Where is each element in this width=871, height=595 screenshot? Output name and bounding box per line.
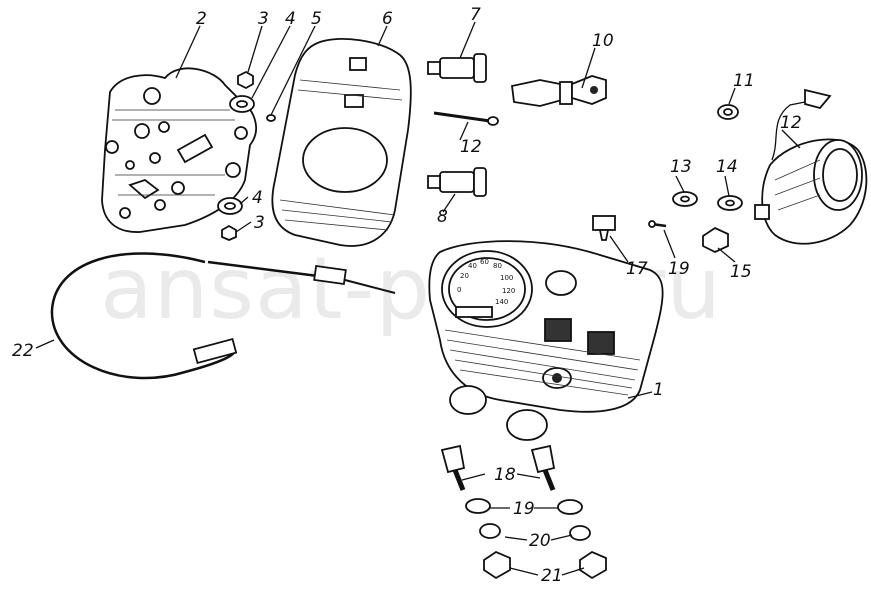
callout-18: 18 — [494, 465, 516, 485]
callout-13: 13 — [670, 157, 692, 177]
callout-15: 15 — [730, 262, 752, 282]
callouts: 2 3 4 5 6 7 10 11 12 12 8 4 3 13 14 15 1… — [12, 5, 802, 586]
scale-80: 80 — [493, 262, 502, 270]
mounting-plate — [101, 67, 257, 233]
scale-60: 60 — [480, 258, 489, 266]
scale-140: 140 — [495, 298, 508, 306]
callout-19-upper: 19 — [668, 259, 690, 279]
washer-14 — [717, 195, 743, 211]
nut-15 — [702, 226, 729, 253]
nuts-21 — [483, 550, 607, 580]
scale-20: 20 — [460, 272, 469, 280]
lock-ring — [266, 114, 276, 122]
callout-5: 5 — [311, 9, 322, 29]
washers-19 — [465, 498, 583, 515]
callout-1: 1 — [653, 380, 664, 400]
callout-3-top: 3 — [258, 9, 269, 29]
callout-3-bottom: 3 — [254, 213, 265, 233]
spring-washers-20 — [479, 523, 591, 541]
callout-6: 6 — [382, 9, 393, 29]
callout-17: 17 — [626, 259, 648, 279]
bulb-socket-lower — [427, 167, 487, 197]
lamp-holder — [592, 215, 616, 241]
speedometer-unit — [754, 88, 868, 245]
callout-20: 20 — [529, 531, 551, 551]
callout-21: 21 — [541, 566, 563, 586]
washer-top — [229, 95, 255, 113]
speedometer-cable — [50, 252, 396, 380]
long-screw — [433, 111, 499, 126]
callout-7: 7 — [470, 5, 481, 25]
washer-13 — [672, 191, 698, 207]
instrument-cover — [271, 37, 412, 247]
small-screw — [648, 220, 667, 228]
bolt-left — [440, 444, 466, 491]
callout-4-bottom: 4 — [252, 188, 263, 208]
callout-11: 11 — [733, 71, 755, 91]
bulb-socket-upper — [427, 53, 487, 83]
scale-40: 40 — [468, 262, 477, 270]
callout-12-lamp: 12 — [780, 113, 802, 133]
callout-22: 22 — [12, 341, 34, 361]
callout-10: 10 — [592, 31, 614, 51]
callout-8: 8 — [437, 207, 448, 227]
scale-120: 120 — [502, 287, 515, 295]
ignition-switch — [511, 75, 607, 107]
leader-lines — [35, 21, 801, 576]
small-nut-bottom — [221, 224, 237, 241]
bolt-right — [530, 444, 556, 491]
small-nut-top — [237, 70, 254, 90]
callout-19-lower: 19 — [513, 499, 535, 519]
washer-bottom — [217, 197, 243, 215]
callout-14: 14 — [716, 157, 738, 177]
callout-4-top: 4 — [285, 9, 296, 29]
instrument-housing: 0 20 40 60 80 100 120 140 — [428, 240, 664, 441]
nut-small-right — [717, 104, 739, 120]
scale-0: 0 — [457, 286, 461, 294]
scale-100: 100 — [500, 274, 513, 282]
callout-2: 2 — [196, 9, 207, 29]
callout-12-screw: 12 — [460, 137, 482, 157]
